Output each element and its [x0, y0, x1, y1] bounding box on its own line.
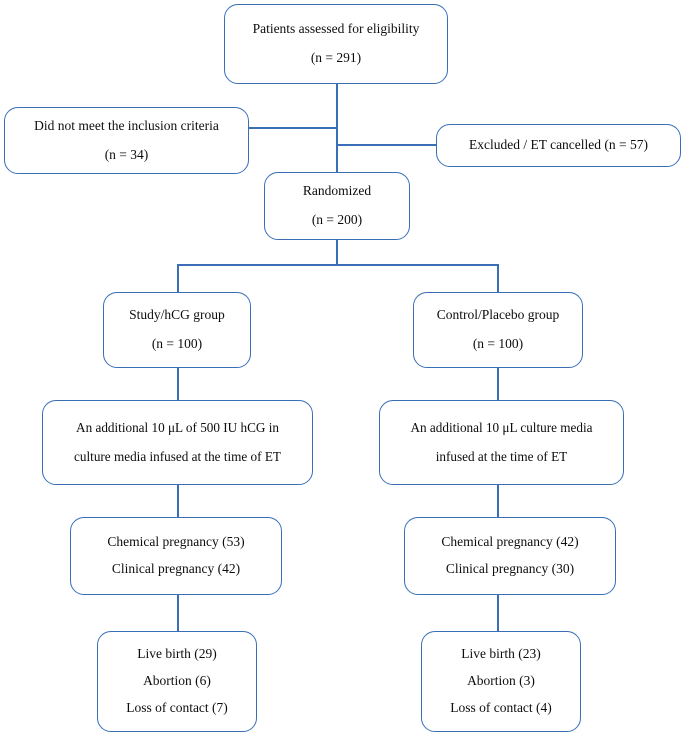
node-not-met-line1: Did not meet the inclusion criteria: [34, 117, 219, 133]
node-eligibility-line2: (n = 291): [310, 50, 362, 65]
node-excluded[interactable]: Excluded / ET cancelled (n = 57): [436, 124, 681, 167]
node-control-outcome-line3: Loss of contact (4): [450, 699, 552, 715]
node-randomized[interactable]: Randomized (n = 200): [264, 172, 410, 240]
node-not-met-line2: (n = 34): [104, 146, 149, 162]
connector-control-pregnancy-to-outcome: [497, 595, 500, 631]
node-control-intervention-line2: infused at the time of ET: [435, 448, 568, 464]
connector-split-right-drop: [497, 264, 500, 292]
node-control-pregnancy[interactable]: Chemical pregnancy (42) Clinical pregnan…: [404, 517, 616, 595]
node-study-pregnancy-line1: Chemical pregnancy (53): [107, 534, 245, 550]
node-study-pregnancy-line2: Clinical pregnancy (42): [111, 561, 241, 576]
connector-to-not-met: [249, 127, 337, 130]
node-control-pregnancy-line1: Chemical pregnancy (42): [441, 534, 579, 550]
connector-study-intervention-to-pregnancy: [177, 485, 180, 517]
node-eligibility-line1: Patients assessed for eligibility: [252, 21, 420, 37]
node-study-intervention-line1: An additional 10 μL of 500 IU hCG in: [76, 419, 279, 435]
node-eligibility[interactable]: Patients assessed for eligibility (n = 2…: [224, 4, 448, 84]
node-control-intervention-line1: An additional 10 μL culture media: [410, 419, 593, 435]
node-control-outcome[interactable]: Live birth (23) Abortion (3) Loss of con…: [421, 631, 581, 732]
node-excluded-line1: Excluded / ET cancelled (n = 57): [468, 137, 649, 153]
node-study-group[interactable]: Study/hCG group (n = 100): [103, 292, 251, 368]
node-study-outcome-line3: Loss of contact (7): [126, 699, 228, 715]
connector-split-left-drop: [177, 264, 180, 292]
connector-eligibility-trunk: [336, 84, 339, 172]
node-control-pregnancy-line2: Clinical pregnancy (30): [445, 561, 575, 576]
node-study-outcome[interactable]: Live birth (29) Abortion (6) Loss of con…: [97, 631, 257, 732]
node-study-intervention-line2: culture media infused at the time of ET: [74, 448, 281, 464]
connector-control-to-intervention: [497, 368, 500, 400]
node-study-outcome-line1: Live birth (29): [137, 646, 217, 662]
connector-split-bar: [177, 264, 499, 267]
connector-control-intervention-to-pregnancy: [497, 485, 500, 517]
node-study-pregnancy[interactable]: Chemical pregnancy (53) Clinical pregnan…: [70, 517, 282, 595]
node-study-group-line2: (n = 100): [151, 336, 203, 351]
node-control-group[interactable]: Control/Placebo group (n = 100): [413, 292, 583, 368]
node-control-outcome-line1: Live birth (23): [461, 646, 541, 662]
node-randomized-line2: (n = 200): [311, 212, 363, 227]
connector-to-excluded: [336, 144, 436, 147]
node-control-group-line2: (n = 100): [472, 336, 524, 351]
node-study-intervention[interactable]: An additional 10 μL of 500 IU hCG in cul…: [42, 400, 313, 485]
connector-study-pregnancy-to-outcome: [177, 595, 180, 631]
node-randomized-line1: Randomized: [302, 183, 372, 199]
node-not-met[interactable]: Did not meet the inclusion criteria (n =…: [4, 107, 249, 174]
node-control-outcome-line2: Abortion (3): [467, 673, 535, 689]
connector-study-to-intervention: [177, 368, 180, 400]
node-control-intervention[interactable]: An additional 10 μL culture media infuse…: [379, 400, 624, 485]
node-study-group-line1: Study/hCG group: [129, 307, 225, 323]
connector-randomized-down: [336, 240, 339, 266]
node-control-group-line1: Control/Placebo group: [436, 307, 560, 323]
node-study-outcome-line2: Abortion (6): [143, 673, 211, 689]
